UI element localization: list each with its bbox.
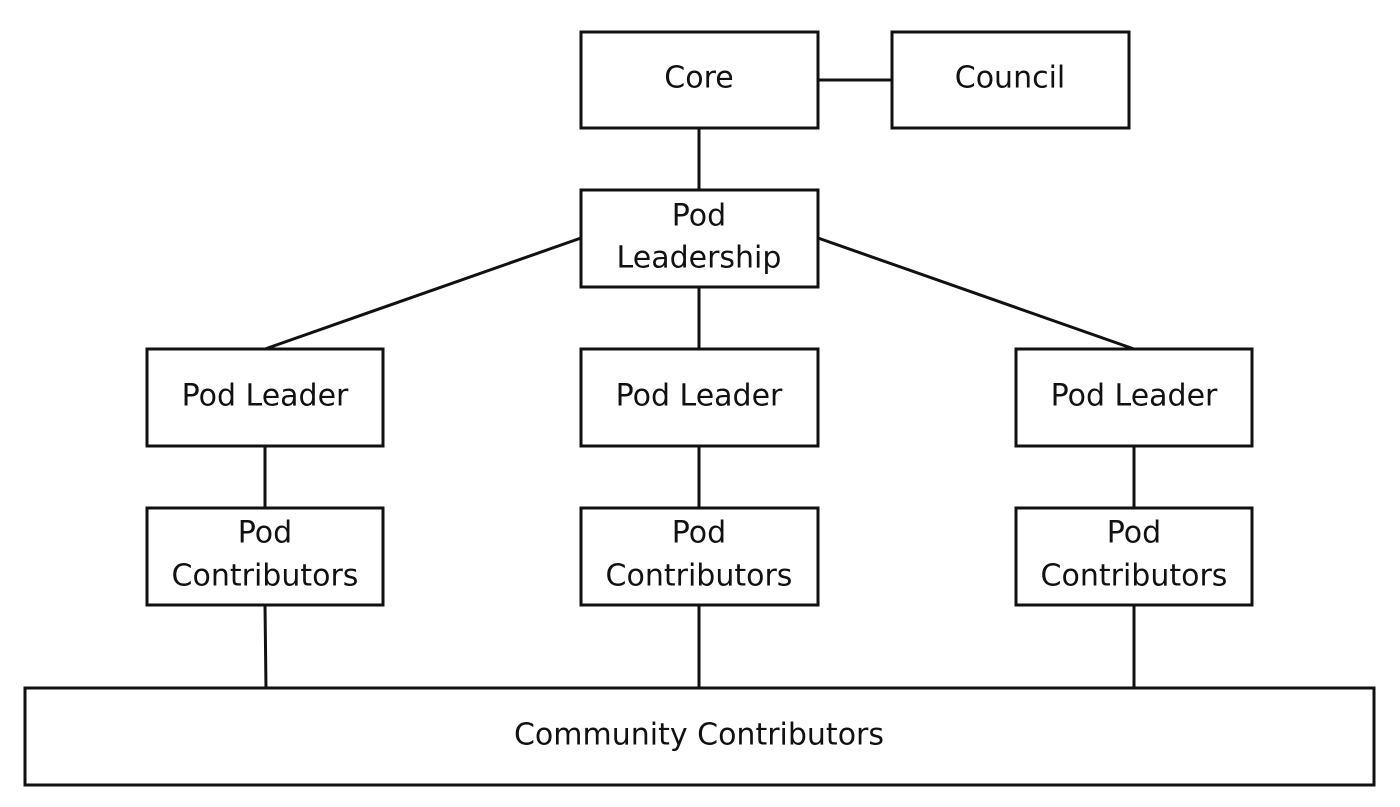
node-pod-leader-center-label: Pod Leader — [616, 379, 783, 414]
node-community-contributors: Community Contributors — [23, 686, 1376, 787]
edge-pod-contributors-left-community — [263, 604, 268, 689]
node-pod-contributors-right: Pod Contributors — [1014, 506, 1254, 607]
edge-pod-leadership-pod-leader-right — [817, 236, 1135, 351]
node-pod-contributors-left-label-line2: Contributors — [172, 559, 359, 594]
node-community-contributors-label: Community Contributors — [514, 718, 884, 753]
node-core: Core — [579, 30, 820, 130]
node-pod-leader-left-label: Pod Leader — [182, 379, 349, 414]
node-pod-contributors-left: Pod Contributors — [145, 506, 385, 607]
node-pod-contributors-center-label-line1: Pod — [672, 516, 726, 551]
node-pod-leadership-label-line2: Leadership — [617, 241, 782, 276]
edge-pod-leadership-pod-leader-left — [264, 236, 582, 351]
node-pod-contributors-right-label-line2: Contributors — [1041, 559, 1228, 594]
node-pod-contributors-center: Pod Contributors — [579, 506, 820, 607]
node-pod-leadership: Pod Leadership — [579, 188, 820, 289]
node-pod-contributors-left-label-line1: Pod — [238, 516, 292, 551]
node-pod-contributors-center-label-line2: Contributors — [606, 559, 793, 594]
node-core-label: Core — [664, 61, 733, 96]
node-pod-leader-right-label: Pod Leader — [1051, 379, 1218, 414]
node-pod-leader-left: Pod Leader — [145, 347, 385, 448]
node-council: Council — [890, 30, 1131, 130]
node-pod-contributors-right-label-line1: Pod — [1107, 516, 1161, 551]
node-pod-leader-center: Pod Leader — [579, 347, 820, 448]
node-pod-leader-right: Pod Leader — [1014, 347, 1254, 448]
node-pod-leadership-label-line1: Pod — [672, 199, 726, 234]
edges — [263, 78, 1136, 689]
node-council-label: Council — [955, 61, 1066, 96]
